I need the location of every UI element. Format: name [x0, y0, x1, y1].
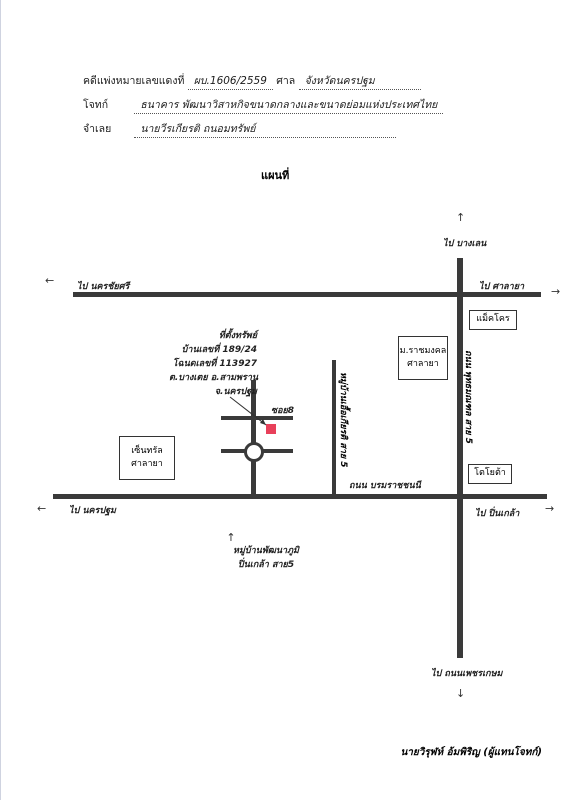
arrow-up-icon: ↑	[456, 211, 466, 224]
property-marker	[266, 424, 276, 434]
road-secondary-vertical-label: หมู่บ้านเอื้อเกียรติ สาย 5	[338, 372, 348, 468]
plaintiff-line: โจทก์ ธนาคาร พัฒนาวิสาหกิจขนาดกลางและขนา…	[83, 96, 444, 114]
property-pointer	[229, 396, 267, 426]
landmark-university: ม.ราชมงคล ศาลายา	[398, 336, 448, 380]
village-line-2: ปิ่นเกล้า สาย5	[237, 560, 295, 570]
landmark-central-line-2: ศาลายา	[131, 459, 163, 469]
arrow-left-icon: ←	[45, 274, 55, 287]
roundabout	[244, 442, 264, 462]
landmark-university-line-1: ม.ราชมงคล	[399, 345, 447, 356]
defendant-label: จำเลย	[83, 123, 112, 135]
arrow-right-bottom-icon: →	[545, 502, 555, 515]
defendant-line: จำเลย นายวีรเกียรติ ถนอมทรัพย์	[83, 120, 397, 138]
court-name: จังหวัดนครปฐม	[298, 72, 421, 90]
property-info: ที่ตั้งทรัพย์ บ้านเลขที่ 189/24 โฉนดเลขท…	[169, 328, 259, 398]
landmark-makro-label: แม็คโคร	[476, 314, 510, 325]
landmark-toyota: โตโยต้า	[468, 464, 512, 484]
landmark-university-line-2: ศาลายา	[407, 359, 439, 369]
landmark-makro: แม็คโคร	[469, 310, 517, 330]
dir-right-bottom-label: ไป ปิ่นเกล้า	[475, 509, 520, 519]
road-village-vertical	[251, 380, 256, 496]
dir-bottom-label: ไป ถนนเพชรเกษม	[431, 669, 503, 679]
soi-label: ซอย8	[271, 406, 295, 416]
dir-left-bottom-label: ไป นครปฐม	[69, 506, 116, 516]
property-line-4: ต.บางเตย อ.สามพราน	[169, 373, 259, 383]
property-line-2: บ้านเลขที่ 189/24	[181, 345, 257, 355]
road-main-horizontal-label: ถนน บรมราชชนนี	[349, 481, 421, 491]
plaintiff-label: โจทก์	[83, 99, 109, 111]
landmark-toyota-label: โตโยต้า	[474, 468, 506, 479]
dir-top-label: ไป บางเลน	[443, 239, 487, 249]
road-secondary-vertical	[332, 360, 336, 496]
plaintiff-name: ธนาคาร พัฒนาวิสาหกิจขนาดกลางและขนาดย่อมแ…	[134, 96, 444, 114]
village-label: ↑ หมู่บ้านพัฒนาภูมิ ปิ่นเกล้า สาย5	[201, 532, 331, 571]
village-line-1: หมู่บ้านพัฒนาภูมิ	[233, 546, 299, 556]
case-number: ผบ.1606/2559	[187, 72, 273, 90]
map-title: แผนที่	[261, 169, 290, 182]
arrow-down-icon: ↓	[456, 687, 466, 700]
village-arrow-icon: ↑	[226, 531, 236, 544]
road-main-vertical-label: ถนน พุทธมณฑล สาย 5	[463, 350, 473, 444]
landmark-central-line-1: เซ็นทรัล	[131, 445, 163, 456]
road-top-horizontal	[73, 292, 541, 297]
dir-left-top-label: ไป นครชัยศรี	[77, 282, 130, 292]
case-label: คดีแพ่งหมายเลขแดงที่	[83, 75, 185, 87]
landmark-central: เซ็นทรัล ศาลายา	[119, 436, 175, 480]
signature: นายวิรุฬห์ อ้มพิริญ (ผู้แทนโจทก์)	[400, 747, 542, 758]
property-line-1: ที่ตั้งทรัพย์	[218, 331, 257, 341]
case-line: คดีแพ่งหมายเลขแดงที่ ผบ.1606/2559 ศาล จั…	[83, 72, 421, 90]
court-label: ศาล	[276, 75, 296, 87]
property-line-3: โฉนดเลขที่ 113927	[172, 359, 257, 369]
dir-right-top-label: ไป ศาลายา	[479, 282, 525, 292]
arrow-right-icon: →	[551, 285, 561, 298]
road-main-vertical	[457, 258, 463, 658]
arrow-left-bottom-icon: ←	[37, 502, 47, 515]
property-line-5: จ.นครปฐม	[214, 387, 257, 397]
road-main-horizontal	[53, 494, 547, 499]
defendant-name: นายวีรเกียรติ ถนอมทรัพย์	[134, 120, 397, 138]
